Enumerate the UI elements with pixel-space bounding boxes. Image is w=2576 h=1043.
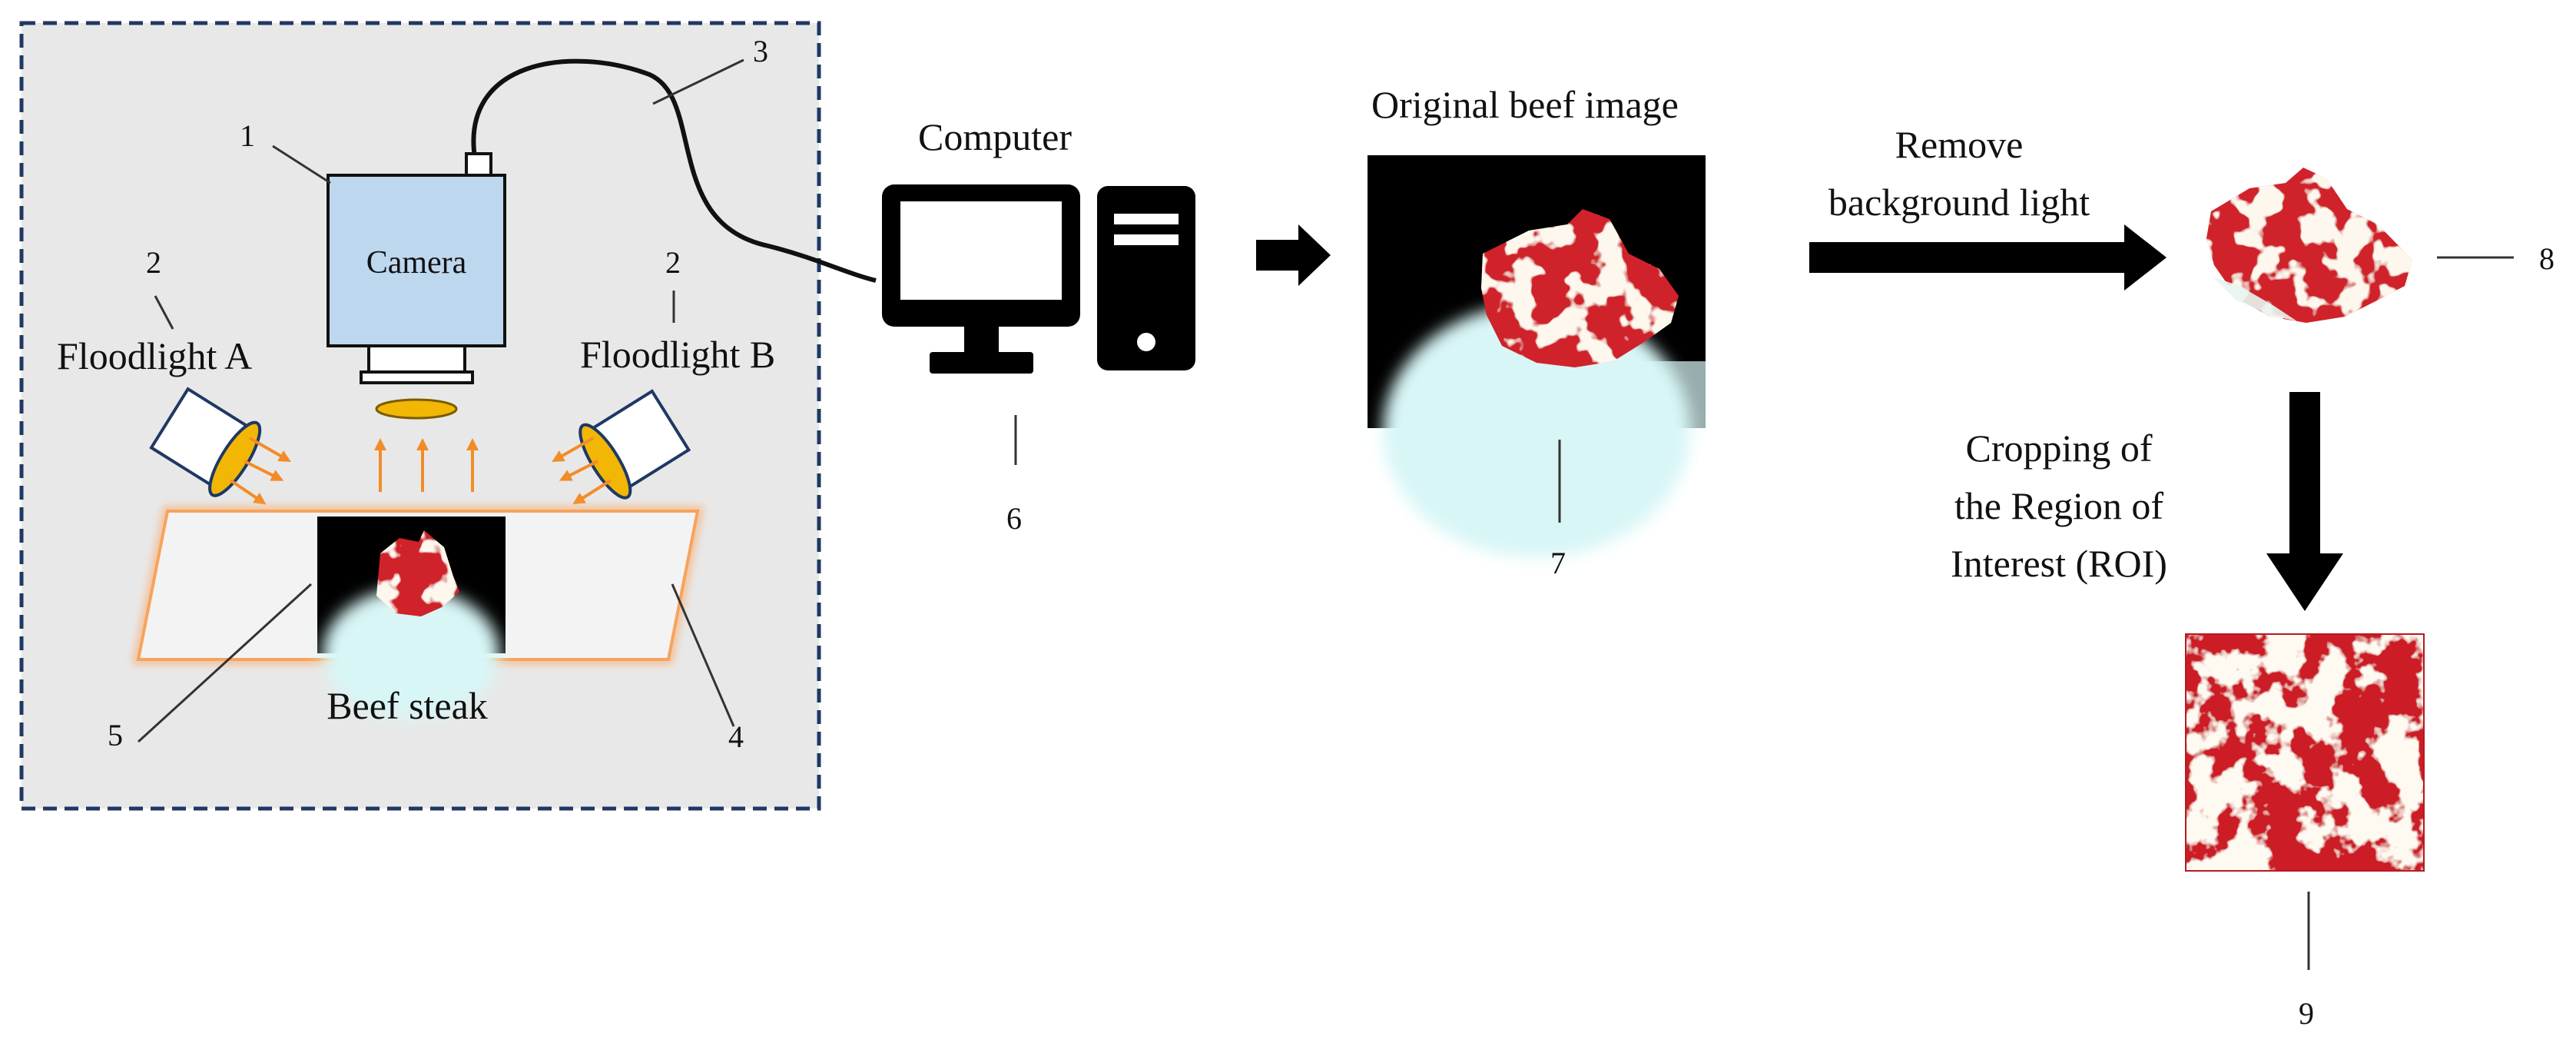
camera (327, 152, 506, 420)
callout-8: 8 (2539, 241, 2554, 276)
callout-9: 9 (2299, 996, 2314, 1031)
down-arrow-icon (2266, 392, 2343, 611)
tray-beef-image (317, 517, 506, 719)
callout-7: 7 (1550, 546, 1566, 580)
camera-cable (471, 58, 877, 283)
crop-label-line3: Interest (ROI) (1951, 542, 2167, 585)
callout-line-5 (137, 583, 313, 743)
desktop-computer-icon (882, 184, 1195, 374)
original-image-label: Original beef image (1371, 83, 1679, 126)
right-arrow-icon (1809, 224, 2167, 291)
callout-2b: 2 (665, 245, 681, 280)
computer-label: Computer (918, 115, 1072, 158)
floodlight-b-label: Floodlight B (580, 333, 775, 376)
floodlight-a-label: Floodlight A (57, 334, 252, 377)
beef-steak-label: Beef steak (327, 684, 488, 727)
remove-label-line2: background light (1828, 181, 2090, 224)
callout-2a: 2 (146, 245, 161, 280)
callout-4: 4 (728, 719, 744, 754)
callout-line-1 (272, 144, 331, 184)
camera-label: Camera (366, 245, 467, 281)
light-rays (229, 437, 612, 505)
callout-3: 3 (753, 34, 768, 68)
floodlight-b (579, 389, 691, 500)
roi-crop-image (2185, 633, 2425, 872)
crop-label-line1: Cropping of (1965, 427, 2152, 470)
floodlight-a (149, 387, 262, 497)
remove-label-line1: Remove (1895, 123, 2024, 166)
callout-1: 1 (240, 118, 255, 153)
background-removed-beef (2206, 168, 2412, 323)
callout-5: 5 (108, 718, 123, 752)
callout-line-4 (671, 583, 735, 727)
original-beef-image (1368, 155, 1706, 557)
callout-line-3 (652, 58, 744, 105)
callout-line-2a (154, 295, 174, 330)
crop-label-line2: the Region of (1954, 484, 2164, 527)
callout-6: 6 (1006, 501, 1022, 536)
right-arrow-icon (1256, 224, 1331, 286)
